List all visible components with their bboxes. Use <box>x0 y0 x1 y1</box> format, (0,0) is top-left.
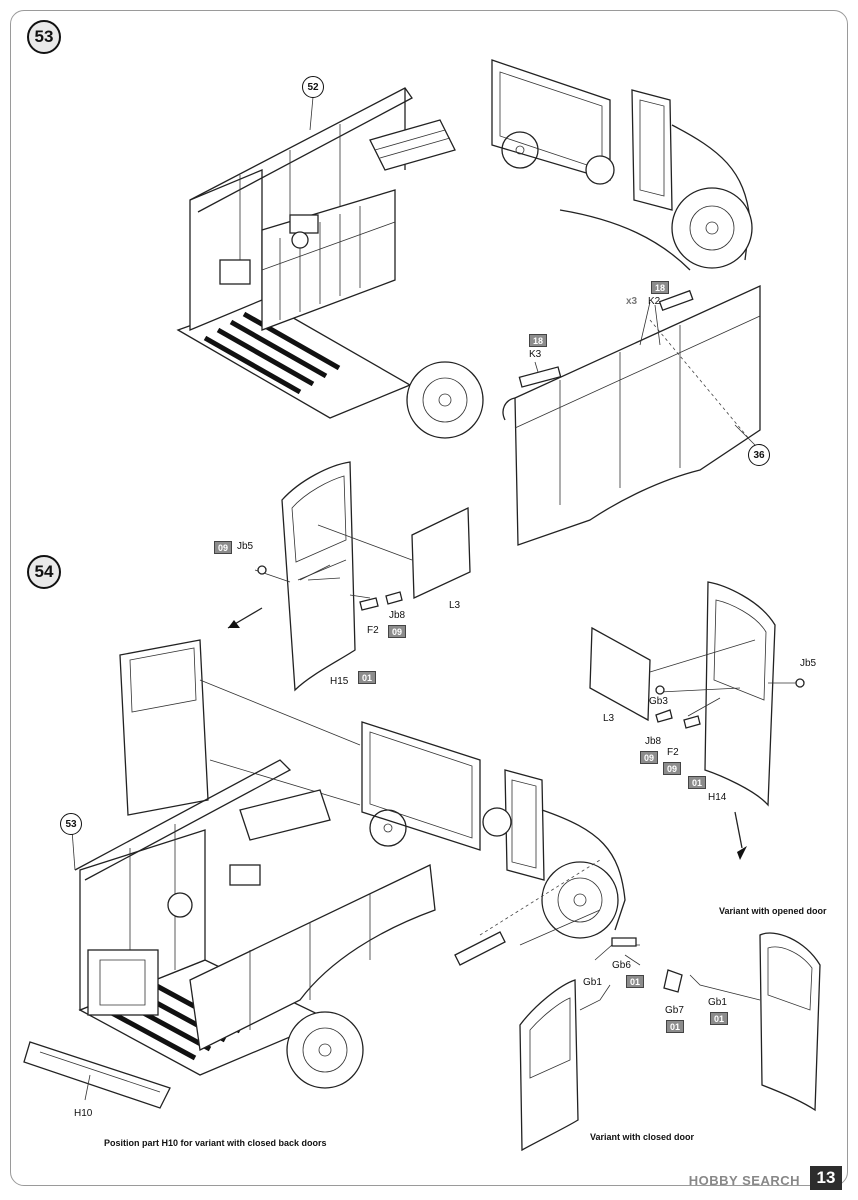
label-l3-left: L3 <box>449 600 461 611</box>
callout-52: 52 <box>302 76 324 98</box>
step-number-53: 53 <box>27 20 61 54</box>
label-gb3: Gb3 <box>649 696 668 707</box>
label-gb1-a: Gb1 <box>583 977 602 988</box>
note-variant-closed: Variant with closed door <box>590 1132 695 1142</box>
code-jb8-right: 09 <box>640 751 659 764</box>
code-f2-right: 09 <box>663 762 682 775</box>
note-variant-opened: Variant with opened door <box>719 906 827 916</box>
code-h14: 01 <box>688 776 707 789</box>
loose-door-drawing <box>119 639 361 816</box>
label-k3: K3 <box>529 349 542 360</box>
page-number: 13 <box>810 1166 842 1190</box>
watermark: HOBBY SEARCH <box>688 1173 800 1188</box>
variant-opened-door-drawing <box>663 932 821 1112</box>
page-frame <box>10 10 848 1186</box>
label-jb5-right: Jb5 <box>800 658 817 669</box>
code-jb5-left: 09 <box>214 541 233 554</box>
label-k2: K2 <box>648 296 661 307</box>
step-number-54: 54 <box>27 555 61 589</box>
code-k3: 18 <box>529 334 548 347</box>
label-h10: H10 <box>74 1108 93 1119</box>
code-k2: 18 <box>651 281 670 294</box>
note-position-h10: Position part H10 for variant with close… <box>104 1138 327 1148</box>
label-f2-left: F2 <box>367 625 379 636</box>
code-gb6: 01 <box>626 975 645 988</box>
truck-step53 <box>176 59 761 546</box>
label-l3-right: L3 <box>603 713 615 724</box>
variant-closed-door-drawing <box>519 909 641 1152</box>
code-f2-left: 09 <box>388 625 407 638</box>
label-h15: H15 <box>330 676 349 687</box>
label-gb1-b: Gb1 <box>708 997 727 1008</box>
door-h15-drawing <box>227 461 471 692</box>
door-h14-drawing <box>589 581 805 860</box>
label-gb6: Gb6 <box>612 960 631 971</box>
code-gb7: 01 <box>666 1020 685 1033</box>
code-gb1: 01 <box>710 1012 729 1025</box>
label-jb8-right: Jb8 <box>645 736 662 747</box>
truck-step54 <box>23 721 626 1109</box>
quantity-mark: x3 <box>626 296 638 307</box>
callout-36: 36 <box>748 444 770 466</box>
code-h15: 01 <box>358 671 377 684</box>
label-jb8-left: Jb8 <box>389 610 406 621</box>
label-gb7: Gb7 <box>665 1005 684 1016</box>
label-jb5-left: Jb5 <box>237 541 254 552</box>
label-h14: H14 <box>708 792 727 803</box>
callout-53: 53 <box>60 813 82 835</box>
label-f2-right: F2 <box>667 747 679 758</box>
